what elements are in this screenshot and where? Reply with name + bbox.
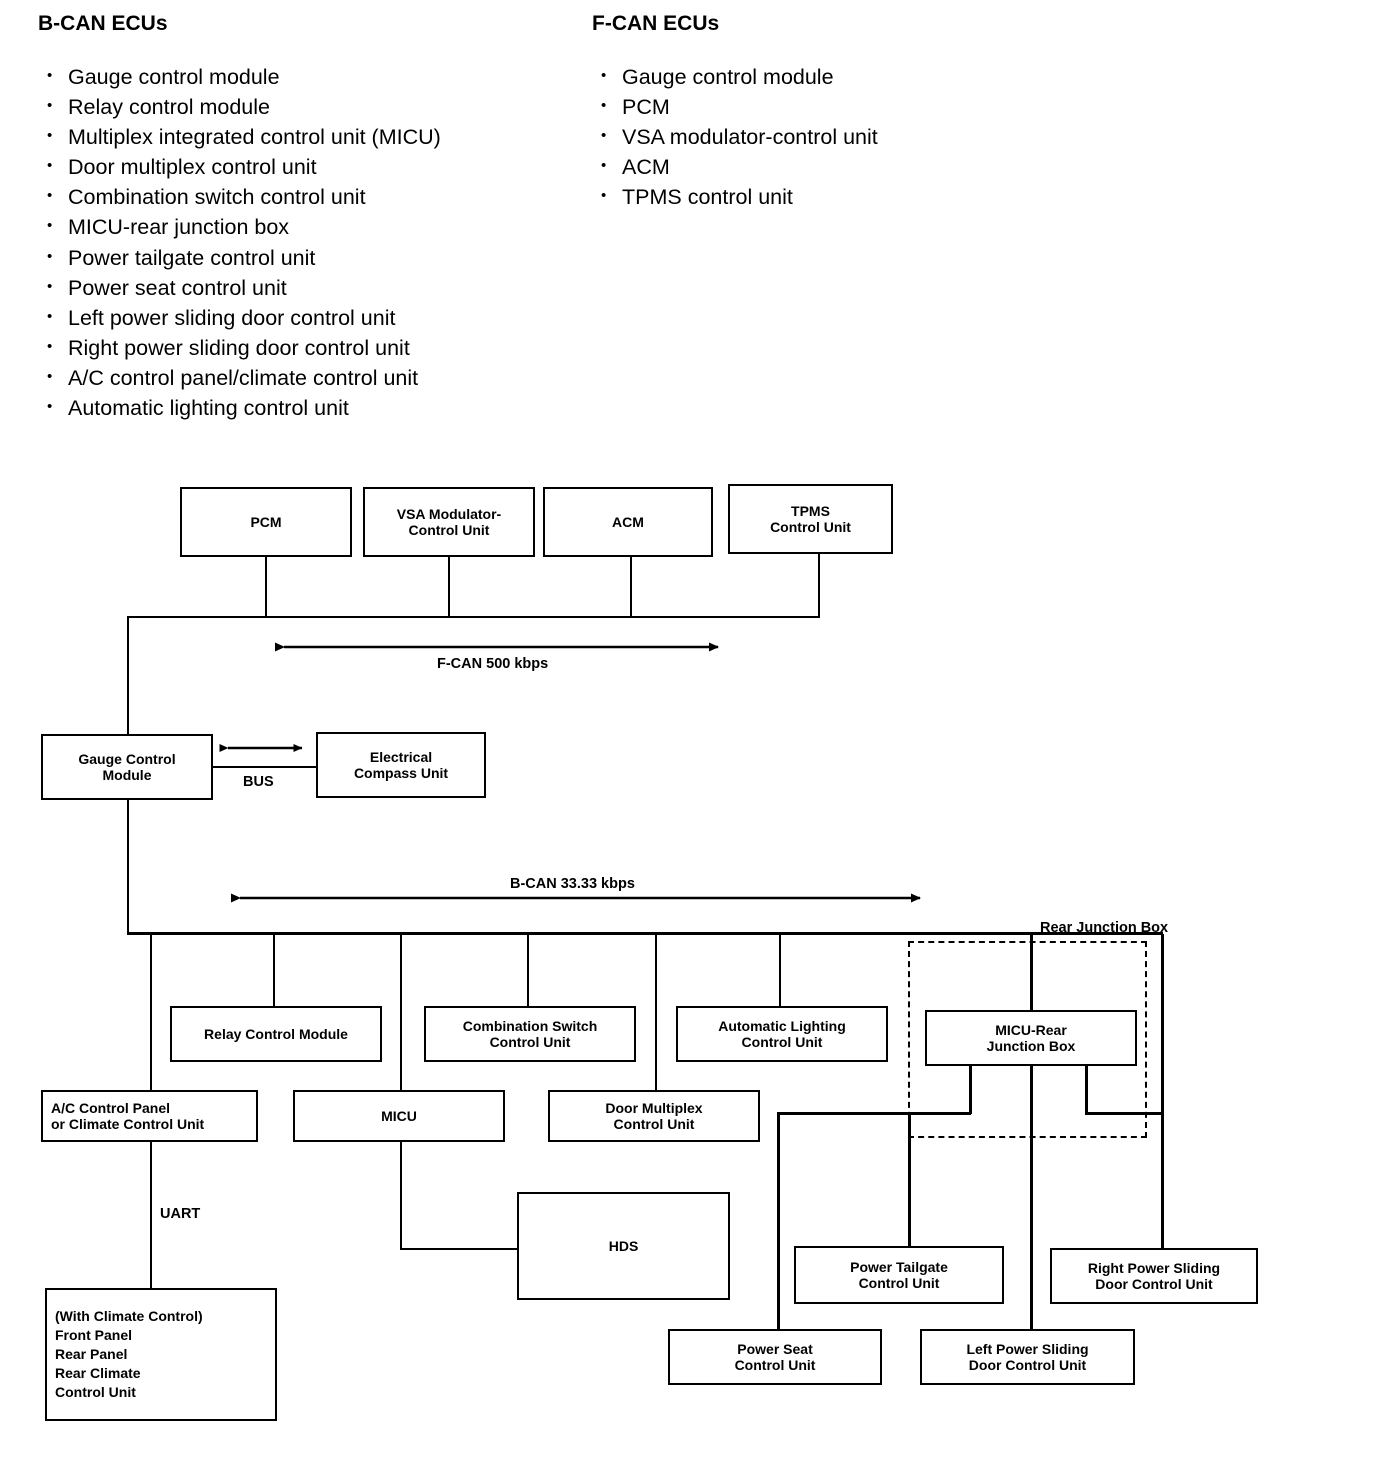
node-label: Right Power Sliding Door Control Unit — [1087, 1259, 1221, 1293]
node-door-multiplex-control-unit: Door Multiplex Control Unit — [548, 1090, 760, 1142]
link-micu-to-hds — [400, 1248, 519, 1250]
list-item: Power tailgate control unit — [38, 242, 441, 273]
bcan-list-title: B-CAN ECUs — [38, 12, 168, 35]
list-item: Relay control module — [38, 91, 441, 122]
bcan-drop-relay — [273, 934, 275, 1006]
node-label: Gauge Control Module — [78, 750, 176, 784]
list-item: A/C control panel/climate control unit — [38, 362, 441, 393]
link-gauge-to-compass — [213, 766, 316, 768]
node-label: Electrical Compass Unit — [353, 748, 449, 782]
list-item: Multiplex integrated control unit (MICU) — [38, 121, 441, 152]
link-rightdoor-riser — [1161, 1112, 1164, 1248]
bcan-drop-autolight — [779, 934, 781, 1006]
link-vsa-to-fcan — [448, 557, 450, 617]
link-tailgate-riser — [908, 1112, 911, 1246]
bcan-drop-micurear — [1030, 934, 1033, 1010]
link-powerseat-riser — [777, 1112, 780, 1329]
bcan-ecu-list: Gauge control module Relay control modul… — [38, 61, 441, 423]
node-acm: ACM — [543, 487, 713, 557]
node-climate-control-unit: (With Climate Control) Front Panel Rear … — [45, 1288, 277, 1421]
fcan-bus-label: F-CAN 500 kbps — [437, 656, 549, 672]
node-label: Automatic Lighting Control Unit — [718, 1017, 846, 1051]
bcan-drop-ac — [150, 934, 152, 1090]
node-label: Combination Switch Control Unit — [462, 1017, 598, 1051]
bcan-drop-micu — [400, 934, 402, 1090]
list-item: Automatic lighting control unit — [38, 392, 441, 423]
node-pcm: PCM — [180, 487, 352, 557]
link-gauge-to-bcan — [127, 800, 129, 934]
node-label: A/C Control Panel or Climate Control Uni… — [51, 1099, 205, 1133]
link-micurear-left-leg — [969, 1066, 972, 1114]
node-label: HDS — [608, 1237, 639, 1254]
link-acm-to-fcan — [630, 557, 632, 617]
node-vsa-modulator-control-unit: VSA Modulator- Control Unit — [363, 487, 535, 557]
list-item: Power seat control unit — [38, 272, 441, 303]
node-power-tailgate-control-unit: Power Tailgate Control Unit — [794, 1246, 1004, 1304]
node-relay-control-module: Relay Control Module — [170, 1006, 382, 1062]
node-label: VSA Modulator- Control Unit — [396, 505, 502, 539]
node-label: PCM — [250, 513, 282, 530]
list-item: Combination switch control unit — [38, 181, 441, 212]
node-label: TPMS Control Unit — [770, 502, 851, 536]
bcan-bus-label: B-CAN 33.33 kbps — [510, 876, 635, 892]
node-combination-switch-control-unit: Combination Switch Control Unit — [424, 1006, 636, 1062]
uart-label: UART — [160, 1206, 201, 1222]
fcan-bus-line — [127, 616, 820, 618]
list-item: PCM — [592, 91, 878, 122]
list-item: TPMS control unit — [592, 181, 878, 212]
list-item: Door multiplex control unit — [38, 151, 441, 182]
node-label: Left Power Sliding Door Control Unit — [966, 1340, 1089, 1374]
node-label: (With Climate Control) Front Panel Rear … — [55, 1308, 203, 1400]
list-item: Left power sliding door control unit — [38, 302, 441, 333]
node-label: MICU-Rear Junction Box — [986, 1021, 1076, 1055]
rear-junction-box-boundary — [908, 941, 1147, 1138]
bcan-drop-combination — [527, 934, 529, 1006]
node-right-power-sliding-door-control-unit: Right Power Sliding Door Control Unit — [1050, 1248, 1258, 1304]
link-micurear-right-horizontal — [1085, 1112, 1163, 1115]
link-micu-down — [400, 1142, 402, 1250]
list-item: Gauge control module — [592, 61, 878, 92]
bus-label: BUS — [243, 774, 274, 790]
node-micu-rear-junction-box: MICU-Rear Junction Box — [925, 1010, 1137, 1066]
list-item: VSA modulator-control unit — [592, 121, 878, 152]
rear-junction-box-label: Rear Junction Box — [1040, 920, 1169, 936]
link-pcm-to-fcan — [265, 557, 267, 617]
node-label: ACM — [612, 513, 644, 530]
node-power-seat-control-unit: Power Seat Control Unit — [668, 1329, 882, 1385]
node-label: Power Seat Control Unit — [734, 1340, 816, 1374]
list-item: MICU-rear junction box — [38, 211, 441, 242]
node-label: Power Tailgate Control Unit — [850, 1258, 948, 1292]
link-micurear-right-leg — [1085, 1066, 1088, 1114]
fcan-ecu-list: Gauge control module PCM VSA modulator-c… — [592, 61, 878, 212]
list-item: Right power sliding door control unit — [38, 332, 441, 363]
bcan-ecu-column: B-CAN ECUs Gauge control module Relay co… — [38, 12, 441, 423]
node-label: Door Multiplex Control Unit — [605, 1099, 703, 1133]
bcan-drop-doormux — [655, 934, 657, 1090]
fcan-list-title: F-CAN ECUs — [592, 12, 720, 35]
node-hds: HDS — [517, 1192, 730, 1300]
list-item: Gauge control module — [38, 61, 441, 92]
node-ac-control-panel: A/C Control Panel or Climate Control Uni… — [41, 1090, 258, 1142]
link-tpms-to-fcan — [818, 554, 820, 617]
node-automatic-lighting-control-unit: Automatic Lighting Control Unit — [676, 1006, 888, 1062]
node-gauge-control-module: Gauge Control Module — [41, 734, 213, 800]
bcan-drop-rightdoor-riser — [1161, 934, 1164, 1112]
list-item: ACM — [592, 151, 878, 182]
bcan-bus-line — [127, 932, 1163, 935]
node-left-power-sliding-door-control-unit: Left Power Sliding Door Control Unit — [920, 1329, 1135, 1385]
link-micurear-left-horizontal — [779, 1112, 971, 1115]
node-micu: MICU — [293, 1090, 505, 1142]
node-label: MICU — [381, 1107, 417, 1124]
link-ac-to-climate-uart — [150, 1142, 152, 1288]
fcan-ecu-column: F-CAN ECUs Gauge control module PCM VSA … — [592, 12, 878, 212]
node-tpms-control-unit: TPMS Control Unit — [728, 484, 893, 554]
link-leftdoor-riser — [1030, 1066, 1033, 1329]
fcan-bus-left-riser — [127, 616, 129, 735]
node-label: Relay Control Module — [204, 1025, 348, 1042]
node-electrical-compass-unit: Electrical Compass Unit — [316, 732, 486, 798]
